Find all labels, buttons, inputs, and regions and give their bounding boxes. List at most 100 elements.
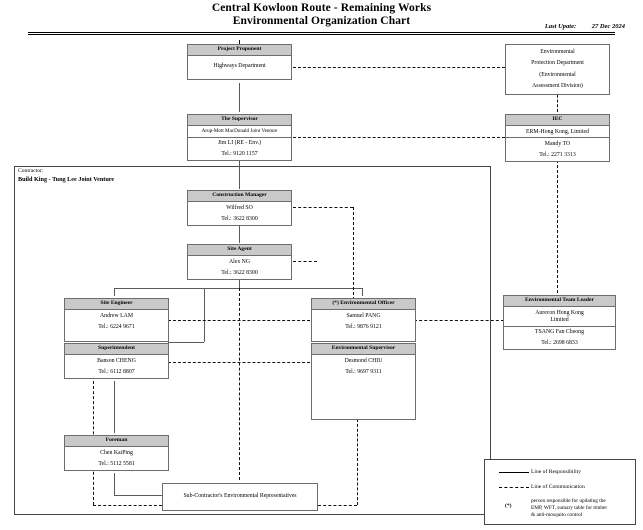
legend-dashed-line-sample (499, 487, 529, 488)
node-person: Desmond CHIU (344, 357, 383, 364)
page-header: Central Kowloon Route - Remaining Works … (0, 0, 643, 27)
node-foreman[interactable]: Foreman Chen KaiPing Tel.: 5112 5581 (64, 435, 169, 471)
line-bus-to-eo (362, 288, 363, 296)
dash-center-spine (239, 288, 240, 480)
line-proponent-to-supervisor (239, 83, 240, 112)
legend-responsibility-label: Line of Responsibility (531, 469, 582, 475)
line-cm-to-siteagent (239, 220, 240, 243)
node-tel: Tel.: 6224 9671 (98, 323, 135, 330)
legend-panel: Line of Responsibility Line of Communica… (484, 459, 636, 525)
node-person: Banson CHENG (97, 357, 136, 364)
node-epd-line4: Assessment Division) (532, 83, 583, 90)
line-supervisor-to-cm (239, 160, 240, 189)
node-body: Sub-Contractor's Environmental Represent… (183, 493, 297, 499)
node-environmental-supervisor[interactable]: Environmental Supervisor Desmond CHIU Te… (311, 343, 416, 420)
node-header: IEC (506, 115, 609, 127)
node-construction-manager[interactable]: Construction Manager Wilfred SO Tel.: 36… (187, 190, 292, 226)
node-tel: Tel.: 2698 6833 (541, 340, 578, 347)
node-person: Jim LI (RE - Env.) (217, 140, 262, 146)
header-divider-top (28, 32, 615, 33)
node-person: Chen KaiPing (100, 449, 133, 456)
node-superintendent[interactable]: Superintendent Banson CHENG Tel.: 6112 8… (64, 343, 169, 379)
line-siteagent-bus (114, 288, 362, 289)
node-company: ERM-Hong Kong, Limited (506, 126, 609, 139)
line-superintendent-to-foreman (114, 381, 115, 433)
node-environmental-team-leader[interactable]: Environmental Team Leader Aurecon Hong K… (503, 295, 616, 351)
node-tel: Tel.: 5112 5581 (98, 460, 135, 467)
node-person: Wilfred SO (226, 204, 253, 211)
node-header: Environmental Supervisor (312, 344, 415, 356)
node-tel: Tel.: 6112 8807 (98, 368, 135, 375)
node-tel: Tel.: 9876 9121 (345, 323, 382, 330)
node-tel: Tel.: 3622 8300 (221, 215, 258, 222)
node-epd-line1: Environmental (540, 49, 575, 55)
dash-supervisor-to-iec (293, 137, 505, 138)
dash-proponent-to-epd (293, 67, 505, 68)
last-update-date: 27 Dec 2024 (591, 23, 625, 30)
legend-solid-line-sample (499, 472, 529, 473)
node-tel: Tel.: 2271 3313 (539, 151, 576, 158)
node-company-line1: Aurecon Hong Kong (535, 309, 584, 316)
page-title-line2: Environmental Organization Chart (232, 15, 411, 27)
dash-cm-to-eo-column (353, 207, 354, 300)
dash-superintendent-to-subcontractor (93, 505, 162, 506)
dash-siteagent-right (293, 261, 317, 262)
node-sub-contractor-representatives[interactable]: Sub-Contractor's Environmental Represent… (162, 483, 318, 511)
line-siteagent-down (239, 274, 240, 288)
last-update-stamp: Last Upate: 27 Dec 2024 (545, 23, 625, 30)
node-header: Site Engineer (65, 299, 168, 311)
contractor-name-text: Build King - Tung Lee Joint Venture (18, 175, 115, 183)
node-tel: Tel.: 9120 1157 (221, 151, 258, 158)
dash-proponent-top (239, 40, 240, 45)
node-project-proponent[interactable]: Project Proponent Highways Department (187, 44, 292, 80)
contractor-label-text: Contractor: (18, 168, 44, 174)
node-person: Samuel PANG (346, 312, 381, 319)
node-header: Project Proponent (188, 45, 291, 57)
line-right-stub-vertical (204, 288, 205, 342)
node-company-line2: Limited (504, 316, 615, 327)
node-header: Construction Manager (188, 191, 291, 203)
line-foreman-down (114, 473, 115, 495)
contractor-group-frame (14, 166, 491, 515)
legend-note-line3: & anti-mosquito control (531, 512, 583, 519)
legend-note-line2: EMP, WFT, sumary table for timber (531, 505, 608, 512)
node-epd-line2: Protection Department (531, 60, 584, 67)
dash-epd-to-iec (557, 90, 558, 112)
node-header: Superintendent (65, 344, 168, 356)
node-environmental-officer[interactable]: (*) Environmental Officer Samuel PANG Te… (311, 298, 416, 343)
node-epd[interactable]: Environmental Protection Department (Env… (505, 44, 610, 95)
node-tel: Tel.: 9697 9311 (345, 368, 382, 375)
dash-iec-to-etl (557, 160, 558, 293)
node-supervisor[interactable]: The Supervisor Arup-Mott MacDonald Joint… (187, 114, 292, 161)
node-site-engineer[interactable]: Site Engineer Andrew LAM Tel.: 6224 9671 (64, 298, 169, 343)
line-siteengineer-right-stub (168, 342, 204, 343)
node-iec[interactable]: IEC ERM-Hong Kong, Limited Mandy TO Tel.… (505, 114, 610, 162)
line-bus-to-siteengineer (114, 288, 115, 296)
node-header: The Supervisor (188, 115, 291, 127)
node-person: Mandy TO (544, 140, 571, 147)
node-person: Alex NG (228, 258, 251, 265)
dash-es-down (357, 419, 358, 505)
node-epd-line3: (Environmental (539, 71, 576, 78)
node-body: Highways Department (213, 63, 266, 70)
node-header: (*) Environmental Officer (312, 299, 415, 311)
dash-es-to-subcontractor (318, 505, 357, 506)
node-person: TSANG Fan Cheong (535, 329, 584, 336)
node-header: Environmental Team Leader (504, 296, 615, 308)
node-person: Andrew LAM (99, 312, 133, 319)
line-foreman-to-subcontractor (114, 495, 162, 496)
header-divider-bottom (28, 34, 615, 35)
node-tel: Tel.: 3622 8300 (221, 269, 258, 276)
legend-asterisk-note: person responsible for updating the EMP,… (531, 498, 629, 519)
node-header: Site Agent (188, 245, 291, 257)
legend-asterisk-marker: (*) (505, 503, 512, 509)
dash-eo-to-etl (414, 320, 504, 321)
last-update-label: Last Upate: (544, 23, 577, 30)
contractor-group-label: Contractor: Build King - Tung Lee Joint … (18, 168, 114, 184)
node-company: Arup-Mott MacDonald Joint Venture (188, 126, 291, 138)
node-site-agent[interactable]: Site Agent Alex NG Tel.: 3622 8300 (187, 244, 292, 280)
legend-communication-label: Line of Communication (531, 484, 585, 490)
page-title-line1: Central Kowloon Route - Remaining Works (211, 2, 432, 14)
node-header: Foreman (65, 436, 168, 448)
legend-note-line1: person responsible for updating the (531, 498, 606, 504)
